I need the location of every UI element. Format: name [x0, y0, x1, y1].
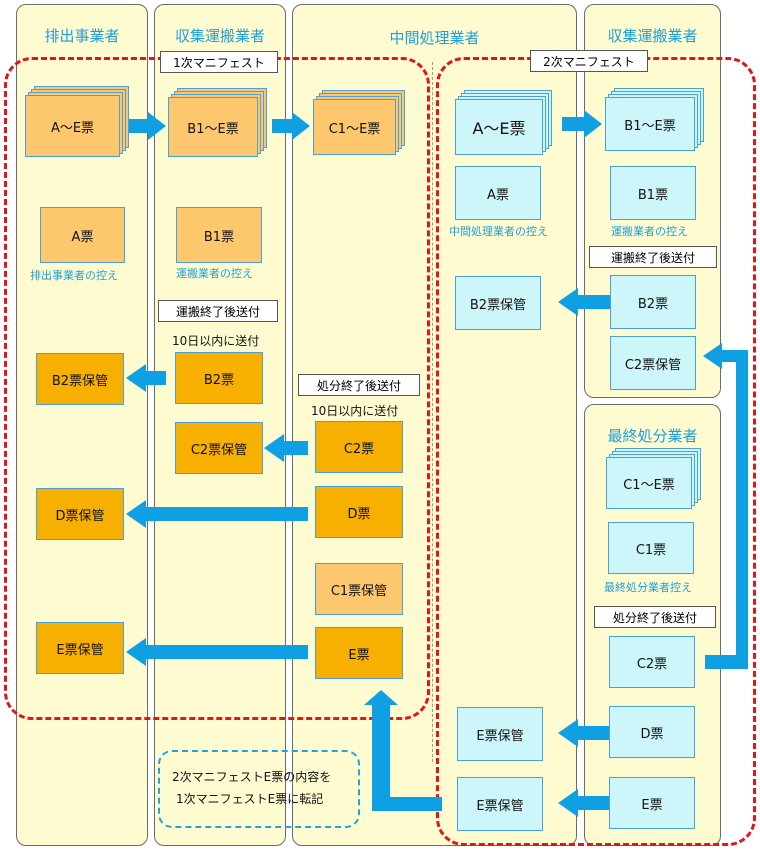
- form-c1-to-e-1: C1～E票: [313, 99, 396, 155]
- note-within-10-days-2: 10日以内に送付: [311, 404, 399, 418]
- arrow-d-to-emitter: [126, 500, 308, 528]
- form-e-keep-intermediate-a: E票保管: [457, 707, 543, 761]
- form-b2-collector2: B2票: [610, 275, 696, 329]
- lane-title-emitter: 排出事業者: [44, 27, 120, 45]
- form-c2-keep-collector2: C2票保管: [610, 336, 696, 390]
- arrow-transfer-up: [364, 690, 442, 811]
- note-within-10-days-1: 10日以内に送付: [172, 334, 260, 348]
- form-c1-to-e-2: C1～E票: [606, 457, 692, 509]
- form-c1-keep-intermediate: C1票保管: [315, 563, 403, 615]
- label-after-disposal-1: 処分終了後送付: [298, 374, 420, 396]
- caption-intermediate-copy: 中間処理業者の控え: [449, 225, 548, 238]
- form-d-final: D票: [609, 706, 695, 758]
- form-c2-intermediate: C2票: [315, 421, 403, 473]
- arrow-b2-to-intermediate: [558, 288, 610, 316]
- form-a-2: A票: [455, 166, 541, 220]
- form-d-intermediate: D票: [315, 486, 403, 538]
- arrow-e-to-intermediate: [558, 789, 610, 817]
- form-b1-to-e-1: B1～E票: [168, 97, 258, 157]
- lane-title-intermediate: 中間処理業者: [389, 29, 480, 47]
- arrow-b2-to-emitter: [126, 364, 166, 392]
- form-e-final: E票: [609, 777, 695, 829]
- form-a-copy: A票: [40, 207, 125, 263]
- form-e-keep-emitter: E票保管: [36, 622, 124, 674]
- arrow-intermediate-to-collector2: [562, 110, 602, 138]
- form-e-intermediate: E票: [315, 627, 403, 679]
- arrow-emitter-to-collector1: [125, 112, 166, 140]
- transfer-note-line1: 2次マニフェストE票の内容を: [172, 770, 332, 784]
- lane-title-final-disposal: 最終処分業者: [607, 427, 698, 445]
- arrow-c2-return: [703, 343, 748, 669]
- form-c1-2: C1票: [608, 522, 694, 574]
- form-b2-keep-emitter: B2票保管: [36, 353, 124, 405]
- form-e-keep-intermediate-b: E票保管: [457, 777, 543, 831]
- caption-emitter-copy: 排出事業者の控え: [30, 269, 118, 282]
- lane-title-collector-2: 収集運搬業者: [607, 27, 698, 45]
- arrow-c2-to-collector1: [264, 434, 308, 462]
- form-c2-keep-collector1: C2票保管: [175, 422, 263, 474]
- intermediate-divider: [432, 62, 433, 762]
- caption-carrier-copy-2: 運搬業者の控え: [611, 225, 688, 238]
- manifest2-label: 2次マニフェスト: [530, 50, 648, 72]
- transfer-note: 2次マニフェストE票の内容を 1次マニフェストE票に転記: [172, 766, 331, 810]
- arrow-e-to-emitter: [126, 638, 308, 666]
- label-after-disposal-2: 処分終了後送付: [594, 606, 716, 628]
- arrow-collector1-to-intermediate: [272, 112, 310, 140]
- manifest1-label: 1次マニフェスト: [160, 51, 278, 73]
- label-after-transport-2: 運搬終了後送付: [589, 246, 717, 268]
- label-after-transport-1: 運搬終了後送付: [158, 300, 278, 322]
- form-b1-2: B1票: [610, 166, 696, 220]
- arrow-d-to-intermediate: [558, 719, 610, 747]
- form-d-keep-emitter: D票保管: [36, 488, 124, 540]
- form-b2-collector1: B2票: [175, 352, 263, 404]
- form-c2-final: C2票: [609, 636, 695, 688]
- transfer-note-line2: 1次マニフェストE票に転記: [176, 792, 324, 806]
- caption-carrier-copy-1: 運搬業者の控え: [176, 267, 253, 280]
- form-a-to-e-2: A～E票: [455, 99, 543, 155]
- lane-title-collector-1: 収集運搬業者: [174, 27, 265, 45]
- form-a-to-e-1: A～E票: [25, 95, 120, 157]
- form-b2-keep-intermediate: B2票保管: [455, 276, 541, 330]
- transfer-note-region: [158, 750, 360, 828]
- caption-final-copy: 最終処分業者控え: [604, 581, 692, 594]
- form-b1-to-e-2: B1～E票: [605, 97, 695, 151]
- form-b1-copy: B1票: [176, 207, 262, 263]
